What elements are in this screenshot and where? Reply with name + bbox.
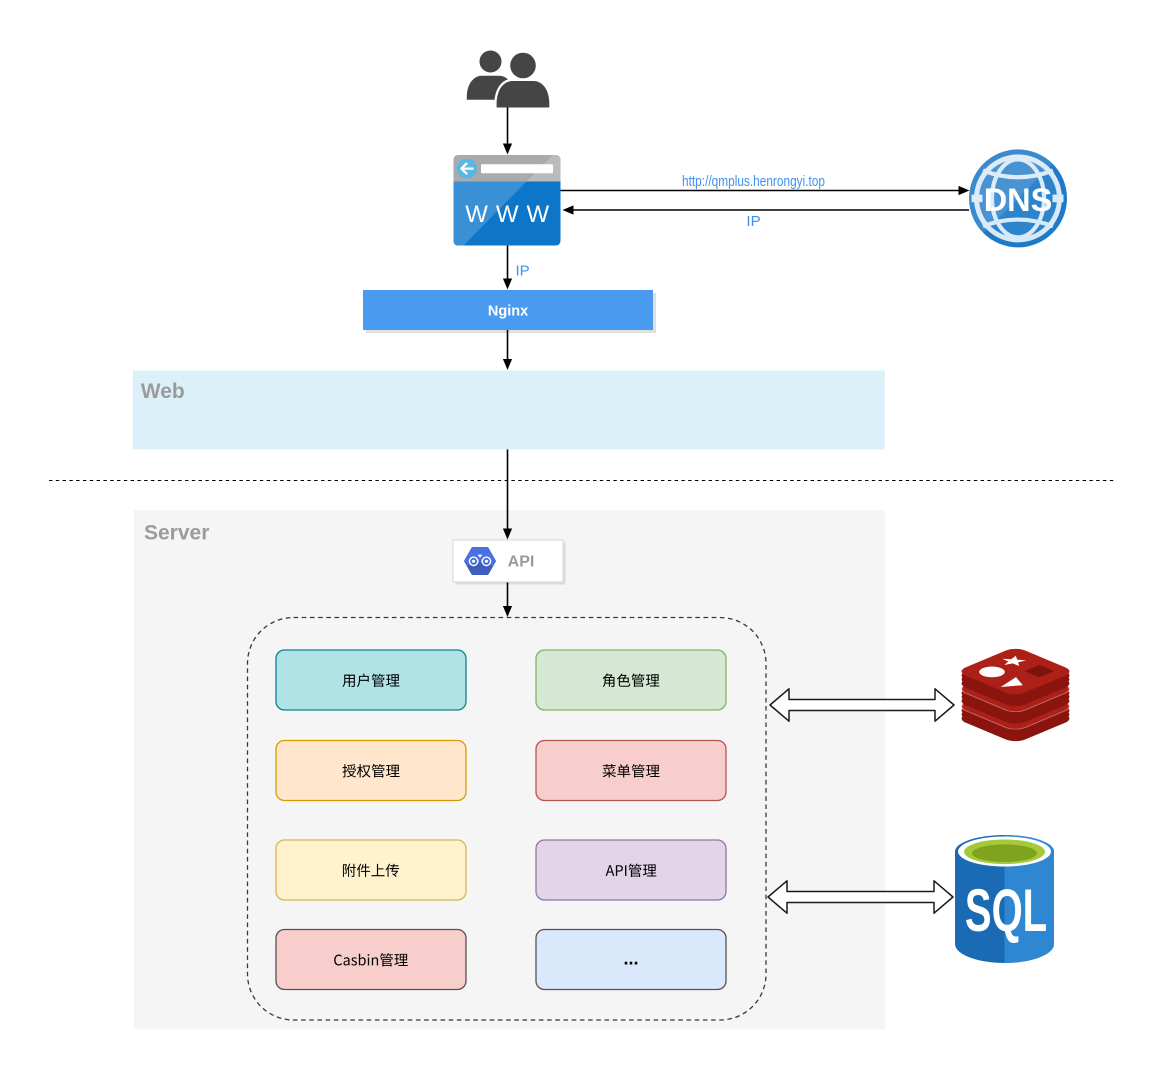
svg-text:SQL: SQL	[965, 877, 1047, 944]
svg-text:Nginx: Nginx	[488, 304, 528, 320]
svg-text:Web: Web	[141, 380, 185, 403]
svg-text:Server: Server	[144, 522, 209, 545]
svg-text:IP: IP	[516, 263, 530, 280]
svg-text:...: ...	[623, 949, 638, 969]
svg-text:WWW: WWW	[465, 201, 557, 228]
svg-text:http://qmplus.henrongyi.top: http://qmplus.henrongyi.top	[682, 173, 825, 190]
svg-text:API: API	[508, 554, 535, 571]
svg-text:IP: IP	[746, 213, 760, 230]
svg-text:DNS: DNS	[984, 182, 1053, 218]
